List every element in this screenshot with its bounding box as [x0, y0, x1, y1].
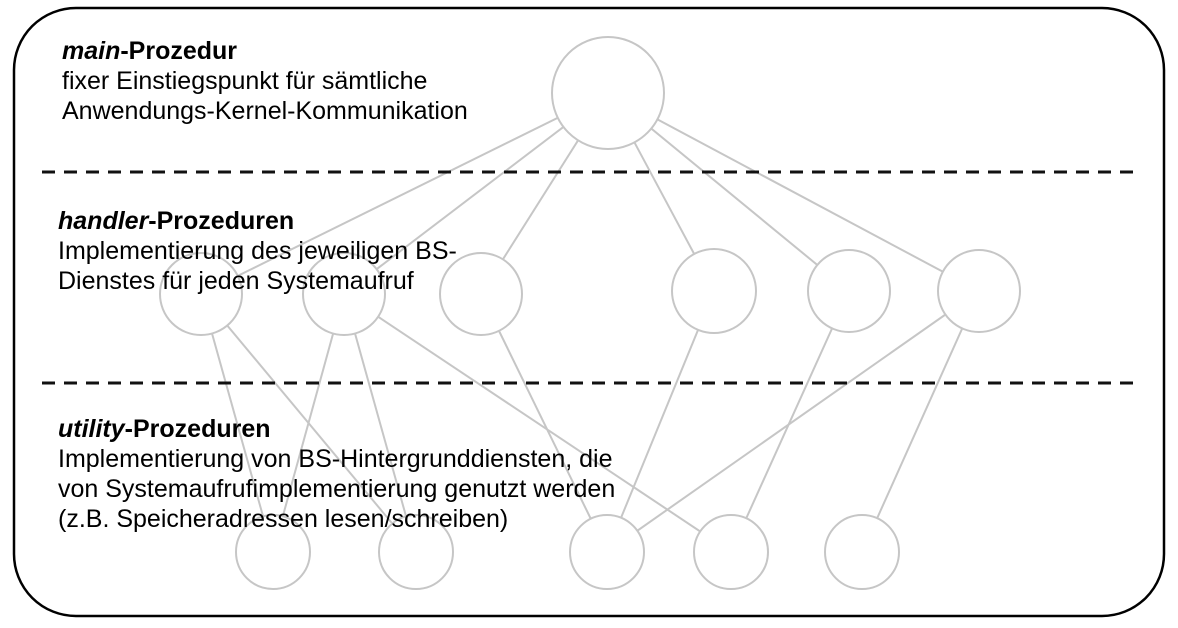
utility-layer-title: utility-Prozeduren — [58, 415, 271, 443]
main-node-t — [551, 36, 665, 150]
main-layer-desc-2: Anwendungs-Kernel-Kommunikation — [62, 97, 468, 125]
rounded-border — [12, 6, 1166, 618]
edge-H6-U3 — [606, 290, 980, 553]
utility-layer-desc-1: Implementierung von BS-Hintergrunddienst… — [58, 445, 613, 473]
utility-node-u4 — [693, 514, 769, 590]
handler-node-h3 — [439, 252, 523, 336]
handler-node-h6 — [937, 249, 1021, 333]
handler-node-h1 — [159, 252, 243, 336]
handler-layer-title: handler-Prozeduren — [58, 207, 295, 235]
handler-layer-desc-2: Dienstes für jeden Systemaufruf — [58, 267, 414, 295]
edge-H2-U4 — [343, 293, 732, 553]
edge-layer — [200, 92, 980, 553]
edge-T-H1 — [200, 92, 609, 295]
edge-H2-U1 — [272, 293, 345, 553]
edge-H5-U4 — [730, 290, 850, 553]
utility-layer-desc-2: von Systemaufrufimplementierung genutzt … — [58, 475, 616, 503]
edge-H1-U1 — [200, 293, 274, 553]
handler-layer-label: handler-Prozeduren Implementierung des j… — [58, 206, 457, 296]
handler-layer-desc-1: Implementierung des jeweiligen BS- — [58, 237, 457, 265]
handler-node-h4 — [671, 248, 757, 334]
edge-T-H6 — [607, 92, 980, 292]
utility-node-u2 — [378, 514, 454, 590]
edge-H4-U3 — [606, 290, 715, 553]
node-layer — [159, 36, 1021, 590]
main-layer-desc-1: fixer Einstiegspunkt für sämtliche — [62, 67, 428, 95]
handler-node-h5 — [807, 249, 891, 333]
utility-layer-desc-3: (z.B. Speicheradressen lesen/schreiben) — [58, 505, 509, 533]
edge-H6-U5 — [861, 290, 980, 553]
edge-H3-U3 — [480, 293, 608, 553]
utility-node-u1 — [235, 514, 311, 590]
main-layer-title: main-Prozedur — [62, 37, 238, 65]
utility-node-u5 — [824, 514, 900, 590]
main-layer-label: main-Prozedur fixer Einstiegspunkt für s… — [62, 36, 468, 126]
utility-node-u3 — [569, 514, 645, 590]
edge-H2-U2 — [343, 293, 417, 553]
utility-layer-label: utility-Prozeduren Implementierung von B… — [58, 414, 615, 534]
divider-layer — [42, 170, 1136, 385]
handler-node-h2 — [302, 252, 386, 336]
